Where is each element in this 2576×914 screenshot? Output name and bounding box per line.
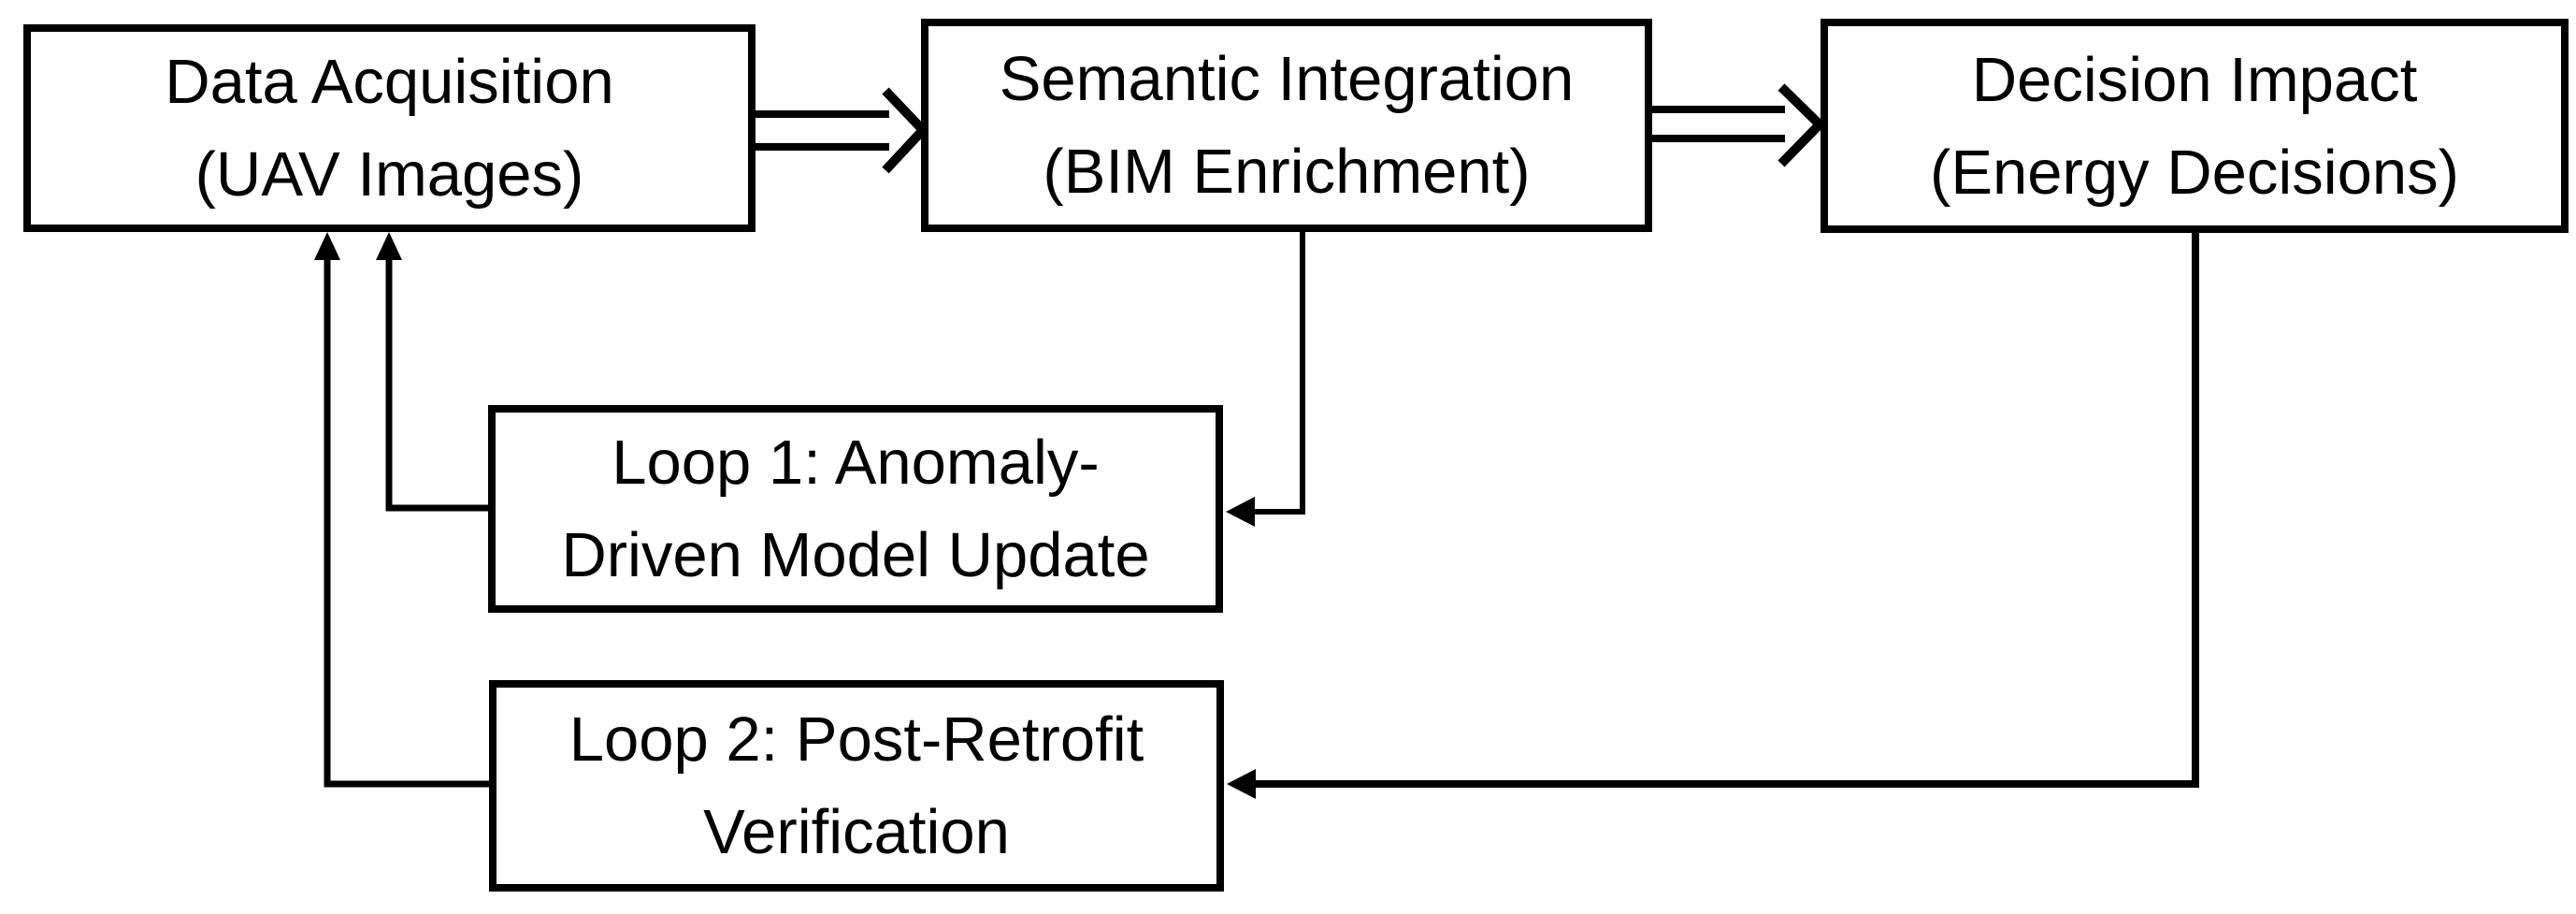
node-data-acquisition: Data Acquisition (UAV Images) [23, 24, 756, 232]
node-label-line1: Semantic Integration [999, 44, 1575, 114]
node-label-line2: (BIM Enrichment) [1043, 137, 1531, 207]
edge-impact-to-loop2 [1227, 233, 2199, 799]
arrowhead-up-icon [376, 232, 402, 260]
connector-line [385, 259, 488, 512]
connector-line [324, 259, 489, 788]
edge-acquisition-to-integration [756, 87, 929, 174]
edge-loop2-to-acquisition [314, 232, 489, 788]
edge-loop1-to-acquisition [376, 232, 488, 512]
node-label-line2: (Energy Decisions) [1930, 137, 2459, 208]
node-label-line1: Loop 2: Post-Retrofit [568, 704, 1144, 775]
arrowhead-left-icon [1226, 497, 1255, 527]
node-decision-impact: Decision Impact (Energy Decisions) [1820, 19, 2569, 233]
node-label-line2: (UAV Images) [194, 139, 584, 210]
edge-integration-to-impact [1652, 83, 1827, 167]
node-semantic-integration: Semantic Integration (BIM Enrichment) [921, 19, 1652, 232]
block-arrow-head-icon [1777, 83, 1827, 167]
node-label-line2: Verification [703, 797, 1010, 867]
node-loop1-anomaly-driven-model-update: Loop 1: Anomaly- Driven Model Update [488, 405, 1223, 613]
node-label-line2: Driven Model Update [561, 520, 1150, 590]
block-arrow-head-icon [882, 87, 929, 174]
edge-integration-to-loop1 [1226, 232, 1305, 527]
connector-line [1254, 233, 2199, 788]
node-loop2-post-retrofit-verification: Loop 2: Post-Retrofit Verification [489, 680, 1224, 892]
node-label-line1: Decision Impact [1971, 44, 2418, 115]
arrowhead-left-icon [1227, 769, 1256, 799]
connector-line [1253, 232, 1305, 515]
arrowhead-up-icon [314, 232, 340, 260]
node-label-line1: Loop 1: Anomaly- [612, 428, 1100, 498]
node-label-line1: Data Acquisition [165, 47, 614, 117]
